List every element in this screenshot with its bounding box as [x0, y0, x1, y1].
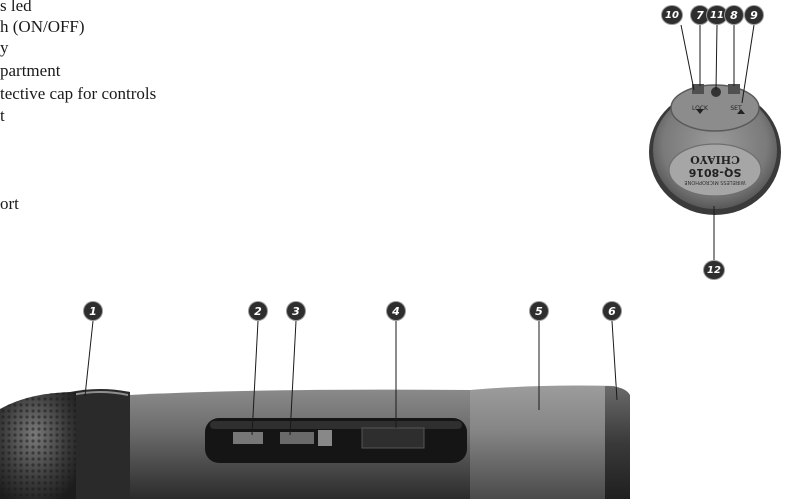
cap-brand: CHIAYO	[690, 153, 740, 166]
callout-10: 10	[662, 6, 682, 24]
callout-5: 5	[530, 302, 548, 320]
power-switch	[280, 432, 314, 444]
microphone-grip	[470, 386, 615, 499]
cap-model: SQ-8016	[688, 166, 741, 179]
status-led	[233, 432, 263, 444]
microphone	[0, 386, 630, 499]
callout-12: 12	[704, 261, 724, 279]
callout-9: 9	[745, 6, 763, 24]
callout-3: 3	[287, 302, 305, 320]
callout-6: 6	[603, 302, 621, 320]
callout-1: 1	[84, 302, 102, 320]
callout-2: 2	[249, 302, 267, 320]
lcd-display	[362, 428, 424, 448]
callout-4: 4	[387, 302, 405, 320]
protective-cap: LOCK SET WIRELESS MICROPHONE SQ-8016 CHI…	[649, 84, 781, 215]
microphone-head-ring	[70, 389, 130, 499]
microphone-end-cap	[605, 386, 630, 499]
callout-11: 11	[707, 6, 727, 24]
callout-8: 8	[725, 6, 743, 24]
